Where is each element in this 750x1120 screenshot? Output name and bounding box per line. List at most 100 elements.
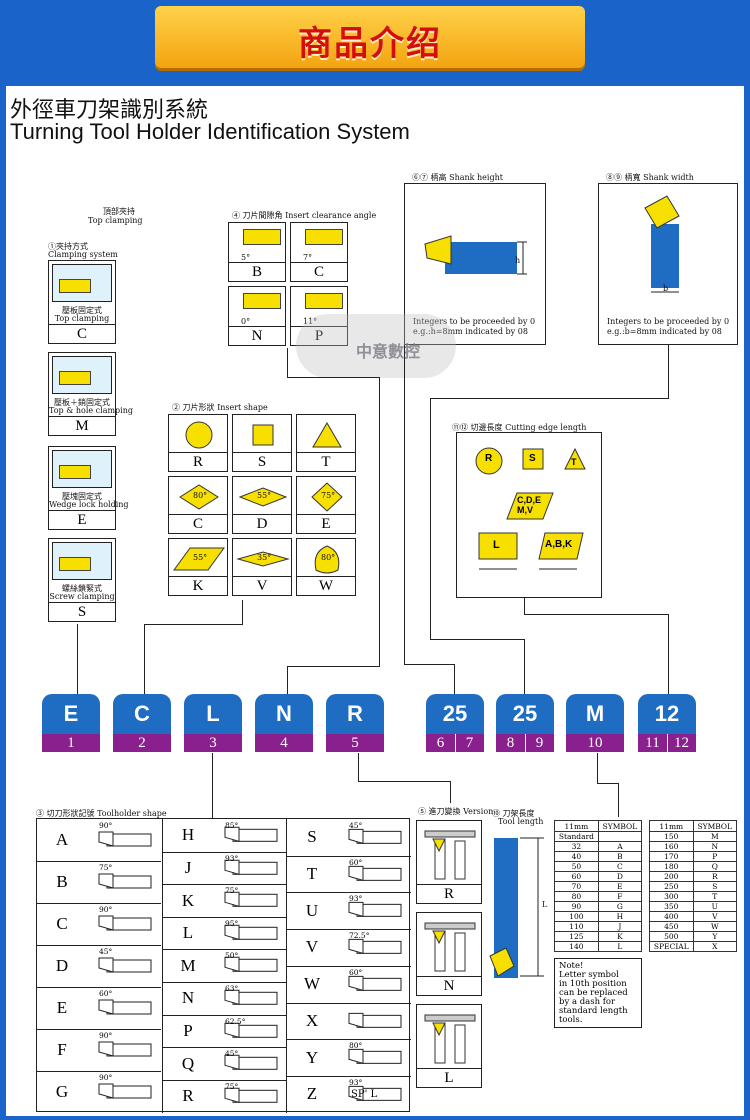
- clearance-card: 0°N: [228, 286, 286, 346]
- insert-shape: [305, 229, 343, 245]
- toolholder-letter: F: [57, 1040, 67, 1059]
- code-index-divider: [524, 734, 526, 752]
- clamping-image: [52, 450, 112, 488]
- shank-height-head: ⑥⑦ 柄高 Shank height: [412, 173, 503, 182]
- toolholder-row-line: [163, 949, 287, 951]
- table-cell: Standard: [554, 831, 599, 842]
- toolholder-icon: [217, 1018, 285, 1045]
- insert-shape-icon: [170, 478, 228, 520]
- shape-head: ② 刀片形狀 Insert shape: [172, 403, 268, 412]
- table-cell: 500: [649, 931, 694, 942]
- toolholder-letter: U: [305, 900, 319, 920]
- toolholder-angle: 93°: [225, 853, 239, 863]
- toolholder-row-line: [287, 1039, 411, 1041]
- insert-shape-icon: [298, 416, 356, 458]
- toolholder-letter: Q: [181, 1053, 195, 1073]
- toolholder-angle: 63°: [225, 984, 239, 993]
- clearance-card: 5°B: [228, 222, 286, 282]
- connector-1112a: [524, 598, 525, 614]
- toolholder-angle: 95°: [225, 918, 239, 928]
- connector-5a: [358, 753, 359, 781]
- connector-89a: [668, 345, 669, 399]
- connector-2v: [242, 600, 243, 625]
- code-value: 25: [496, 694, 554, 734]
- code-value: R: [326, 694, 384, 734]
- toolholder-col-divider: [286, 819, 287, 1113]
- clamping-en: Top & hole clamping: [49, 406, 134, 415]
- clamping-letter: M: [49, 416, 115, 435]
- version-letter: N: [417, 976, 481, 995]
- table-cell: 40: [554, 851, 599, 862]
- toolholder-letter: G: [55, 1082, 69, 1101]
- clearance-letter: C: [291, 262, 347, 281]
- toolholder-icon: [91, 822, 159, 858]
- toolholder-icon: [91, 1032, 159, 1068]
- code-index: 1: [42, 734, 100, 752]
- note-line: Letter symbol: [559, 970, 619, 980]
- toolholder-row-line: [287, 1075, 411, 1077]
- ce-label-l: L: [493, 539, 500, 551]
- clearance-head: ④ 刀片間隙角 Insert clearance angle: [232, 211, 377, 220]
- toolholder-letter: A: [55, 830, 69, 849]
- toolholder-icon: [341, 1042, 409, 1073]
- table-cell: X: [692, 941, 738, 952]
- connector-2: [144, 624, 145, 694]
- toolholder-angle: 75°: [225, 1081, 239, 1091]
- code-index-divider: [454, 734, 456, 752]
- toolholder-head: ③ 切刀形狀記號 Toolholder shape: [36, 809, 167, 818]
- insert-shape-angle: 75°: [321, 491, 336, 500]
- insert-shape: [243, 229, 281, 245]
- clamping-image: [52, 542, 112, 580]
- toolholder-angle: 90°: [99, 821, 113, 830]
- insert-shape-icon: [234, 540, 292, 582]
- tool-length-diagram: [489, 837, 544, 978]
- toolholder-icon: [217, 1050, 285, 1077]
- toolholder-angle: 45°: [99, 947, 113, 956]
- clamping-letter: S: [49, 602, 115, 621]
- insert-shape-card: 75°E: [296, 476, 356, 534]
- toolholder-angle: 80°: [349, 1041, 363, 1051]
- code-index: 4: [255, 734, 313, 752]
- toolholder-row-line: [163, 1079, 287, 1081]
- banner-title: 商品介绍: [298, 24, 442, 64]
- table-cell: Y: [692, 931, 738, 942]
- connector-4b: [287, 377, 379, 378]
- code-index-number: 2: [138, 735, 146, 751]
- code-index-number: 1: [67, 735, 75, 751]
- toolholder-letter: L: [182, 923, 194, 943]
- insert-shape: [243, 293, 281, 309]
- version-card: R: [416, 820, 482, 904]
- toolholder-row-line: [163, 1014, 287, 1016]
- connector-89c: [430, 398, 431, 640]
- insert-shape-card: 55°K: [168, 538, 228, 596]
- table-cell: K: [597, 931, 643, 942]
- table-cell: 250: [649, 881, 694, 892]
- connector-67c: [454, 664, 455, 694]
- shank-width-note2: e.g.:b=8mm indicated by 08: [607, 327, 722, 336]
- code-index-number: 12: [674, 735, 689, 751]
- toolholder-icon: [91, 1074, 159, 1110]
- toolholder-icon: [341, 1006, 409, 1037]
- insert-shape-letter: R: [169, 452, 227, 471]
- toolholder-row-line: [287, 1002, 411, 1004]
- toolholder-angle: 60°: [349, 857, 363, 867]
- table-cell: B: [597, 851, 643, 862]
- clamping-en: Wedge lock holding: [49, 500, 129, 509]
- table-cell: L: [597, 941, 643, 952]
- banner: 商品介绍: [155, 6, 585, 68]
- toolholder-angle: 45°: [349, 821, 363, 830]
- version-letter: L: [417, 1068, 481, 1087]
- table-cell: 60: [554, 871, 599, 882]
- toolholder-angle: 90°: [99, 905, 113, 914]
- table-cell: 160: [649, 841, 694, 852]
